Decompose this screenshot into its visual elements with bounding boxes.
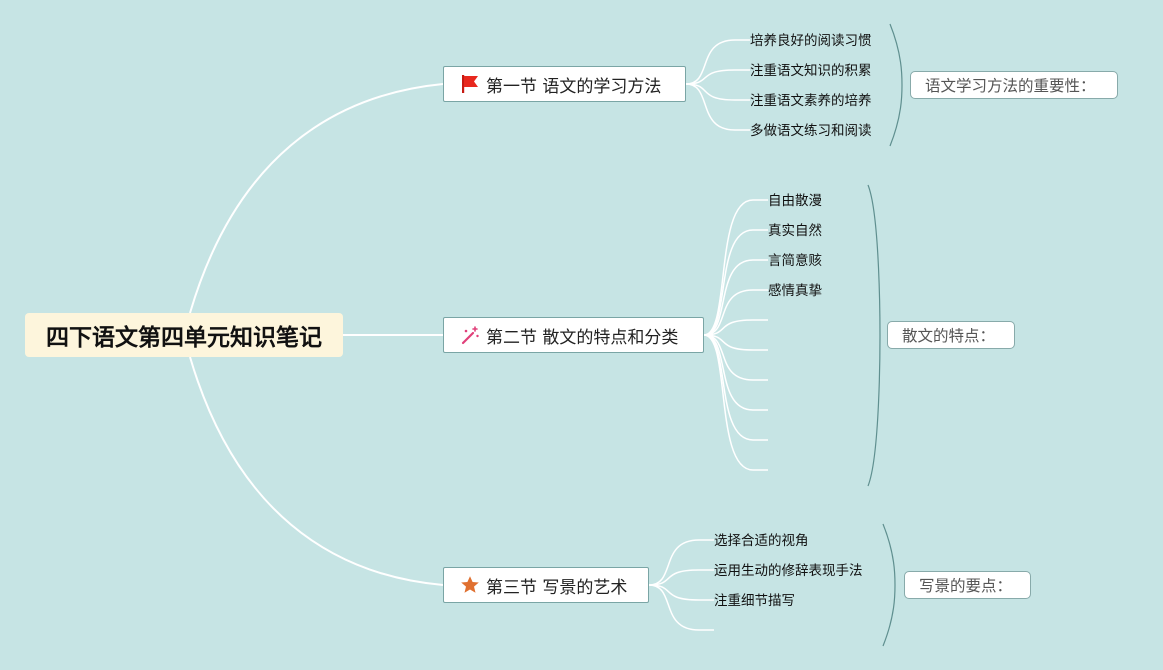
section-3-summary[interactable]: 写景的要点： — [904, 571, 1031, 599]
section-2-summary-text: 散文的特点： — [902, 327, 996, 345]
section-3-item-2[interactable]: 运用生动的修辞表现手法 — [714, 563, 863, 579]
section-1-item-3[interactable]: 注重语文素养的培养 — [750, 93, 872, 109]
connector-section-2-branch-2 — [703, 229, 768, 336]
section-1-item-4[interactable]: 多做语文练习和阅读 — [750, 123, 872, 139]
section-3-item-1[interactable]: 选择合适的视角 — [714, 533, 809, 549]
section-2-item-1[interactable]: 自由散漫 — [768, 193, 822, 209]
section-1-title: 第一节 语文的学习方法 — [486, 76, 662, 97]
section-2-item-2[interactable]: 真实自然 — [768, 223, 822, 239]
connector-section-2-branch-1 — [703, 199, 768, 336]
connector-section-3-branch-4 — [648, 584, 714, 631]
connector-section-3-branch-3 — [648, 584, 714, 601]
connector-section-1-branch-4 — [685, 83, 750, 131]
section-1-node[interactable]: 第一节 语文的学习方法 — [443, 66, 686, 102]
section-2-item-4[interactable]: 感情真挚 — [768, 283, 822, 299]
section-2-title: 第二节 散文的特点和分类 — [486, 327, 679, 348]
section-2-summary[interactable]: 散文的特点： — [887, 321, 1015, 349]
section-3-node[interactable]: 第三节 写景的艺术 — [443, 567, 649, 603]
connector-section-2-branch-10 — [703, 334, 768, 471]
connector-section-2-branch-8 — [703, 334, 768, 411]
connector-section-2-branch-5 — [703, 319, 768, 336]
section-3-summary-text: 写景的要点： — [919, 577, 1013, 595]
section-1-item-2[interactable]: 注重语文知识的积累 — [750, 63, 872, 79]
connector-section-2-branch-6 — [703, 334, 768, 351]
connector-section-1-branch-3 — [685, 83, 750, 101]
connector-section-3-branch-1 — [648, 539, 714, 586]
connector-section-3-branch-2 — [648, 569, 714, 586]
section-1-summary-text: 语文学习方法的重要性： — [925, 77, 1096, 95]
section-2-item-3[interactable]: 言简意赅 — [768, 253, 822, 269]
root-title: 四下语文第四单元知识笔记 — [46, 325, 322, 351]
root-topic[interactable]: 四下语文第四单元知识笔记 — [25, 313, 343, 357]
red-flag-icon — [462, 75, 478, 93]
section-1-item-1[interactable]: 培养良好的阅读习惯 — [750, 33, 872, 49]
summary-bracket-3 — [882, 523, 896, 647]
section-1-summary[interactable]: 语文学习方法的重要性： — [910, 71, 1118, 99]
connector-section-1-branch-2 — [685, 69, 750, 85]
connector-section-2-branch-3 — [703, 259, 768, 336]
summary-bracket-2 — [867, 184, 881, 487]
connector-root-sec3 — [189, 356, 444, 586]
magic-wand-icon — [461, 326, 479, 345]
section-3-item-3[interactable]: 注重细节描写 — [714, 593, 795, 609]
section-2-node[interactable]: 第二节 散文的特点和分类 — [443, 317, 704, 353]
connector-section-1-branch-1 — [685, 39, 750, 85]
section-3-title: 第三节 写景的艺术 — [486, 577, 628, 598]
star-icon — [461, 576, 479, 593]
connector-root-sec1 — [189, 83, 444, 314]
summary-bracket-1 — [889, 23, 903, 147]
connector-section-2-branch-4 — [703, 289, 768, 336]
